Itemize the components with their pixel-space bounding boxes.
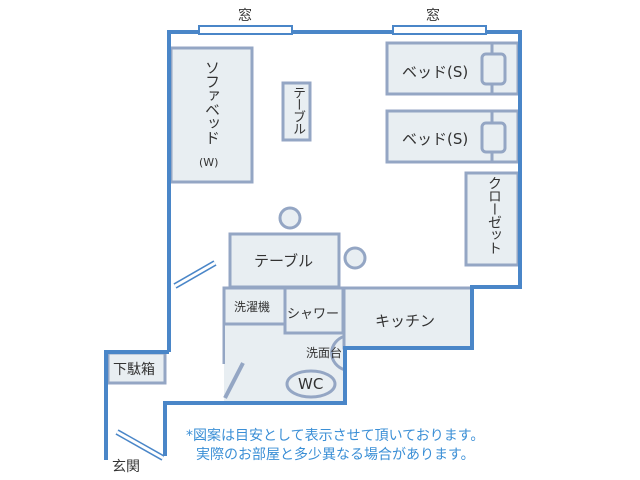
wc-label: WC bbox=[298, 375, 324, 393]
wall-entrance bbox=[104, 350, 169, 460]
chair-1 bbox=[278, 206, 302, 230]
bed-1-label: ベッド(S) bbox=[402, 63, 469, 81]
dining-table bbox=[228, 232, 341, 289]
entrance-label: 玄関 bbox=[112, 459, 140, 475]
table-label: テーブル bbox=[254, 252, 314, 270]
window-left-label: 窓 bbox=[238, 8, 252, 24]
small-table-label: テーブル bbox=[290, 86, 305, 134]
sofa-bed-size-label: (W) bbox=[199, 156, 219, 169]
small-table bbox=[281, 81, 312, 142]
washing-machine bbox=[222, 286, 287, 326]
shower bbox=[283, 286, 345, 335]
window-right bbox=[392, 25, 487, 35]
bed-2-label: ベッド(S) bbox=[402, 130, 469, 148]
bath-door[interactable] bbox=[223, 362, 245, 399]
window-right-label: 窓 bbox=[426, 8, 440, 24]
note-line-2: 実際のお部屋と多少異なる場合があります。 bbox=[196, 447, 475, 463]
sofa-bed-label: ソファベッド bbox=[203, 60, 221, 144]
shoe-cabinet-label: 下駄箱 bbox=[113, 362, 155, 378]
toilet bbox=[285, 369, 337, 399]
pillow-1 bbox=[480, 52, 507, 86]
kitchen-label: キッチン bbox=[375, 312, 436, 330]
washbasin bbox=[330, 334, 346, 372]
note-line-1: *図案は目安として表示させて頂いております。 bbox=[186, 428, 485, 444]
washbasin-label: 洗面台 bbox=[306, 346, 343, 360]
pillow-2 bbox=[480, 121, 507, 154]
washing-machine-label: 洗濯機 bbox=[234, 300, 271, 314]
wall bbox=[163, 30, 522, 456]
closet-label: クローゼット bbox=[486, 176, 502, 254]
shower-label: シャワー bbox=[287, 307, 340, 322]
window-left bbox=[198, 25, 293, 35]
chair-2 bbox=[343, 246, 367, 270]
